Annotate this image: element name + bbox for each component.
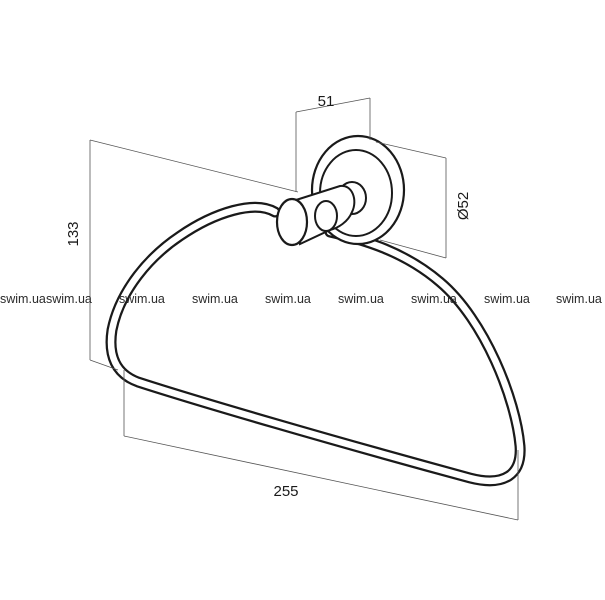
watermark-7: swim.ua — [411, 292, 457, 306]
towel-ring — [105, 201, 526, 487]
holder-knob-back — [314, 200, 338, 232]
width-label: 255 — [273, 483, 298, 500]
depth-label: 51 — [318, 93, 335, 110]
ring-outline-outer — [105, 201, 526, 487]
watermark-5: swim.ua — [265, 292, 311, 306]
watermark-8: swim.ua — [484, 292, 530, 306]
watermark-4: swim.ua — [192, 292, 238, 306]
height-label: 133 — [65, 221, 82, 246]
dimension-height: 133 — [65, 139, 299, 371]
holder-knob-front — [275, 197, 309, 247]
dimension-depth: 51 — [295, 93, 371, 192]
watermark-1: swim.ua — [0, 292, 46, 306]
watermark-6: swim.ua — [338, 292, 384, 306]
wall-mount — [275, 134, 406, 247]
dimension-width: 255 — [123, 370, 519, 521]
diameter-label: Ø52 — [455, 192, 472, 220]
watermark-3: swim.ua — [119, 292, 165, 306]
watermark-9: swim.ua — [556, 292, 602, 306]
watermark-row: swim.ua swim.ua swim.ua swim.ua swim.ua … — [0, 292, 602, 306]
dimension-diameter: Ø52 — [375, 141, 472, 259]
ring-outline-inner — [107, 204, 524, 485]
watermark-2: swim.ua — [46, 292, 92, 306]
